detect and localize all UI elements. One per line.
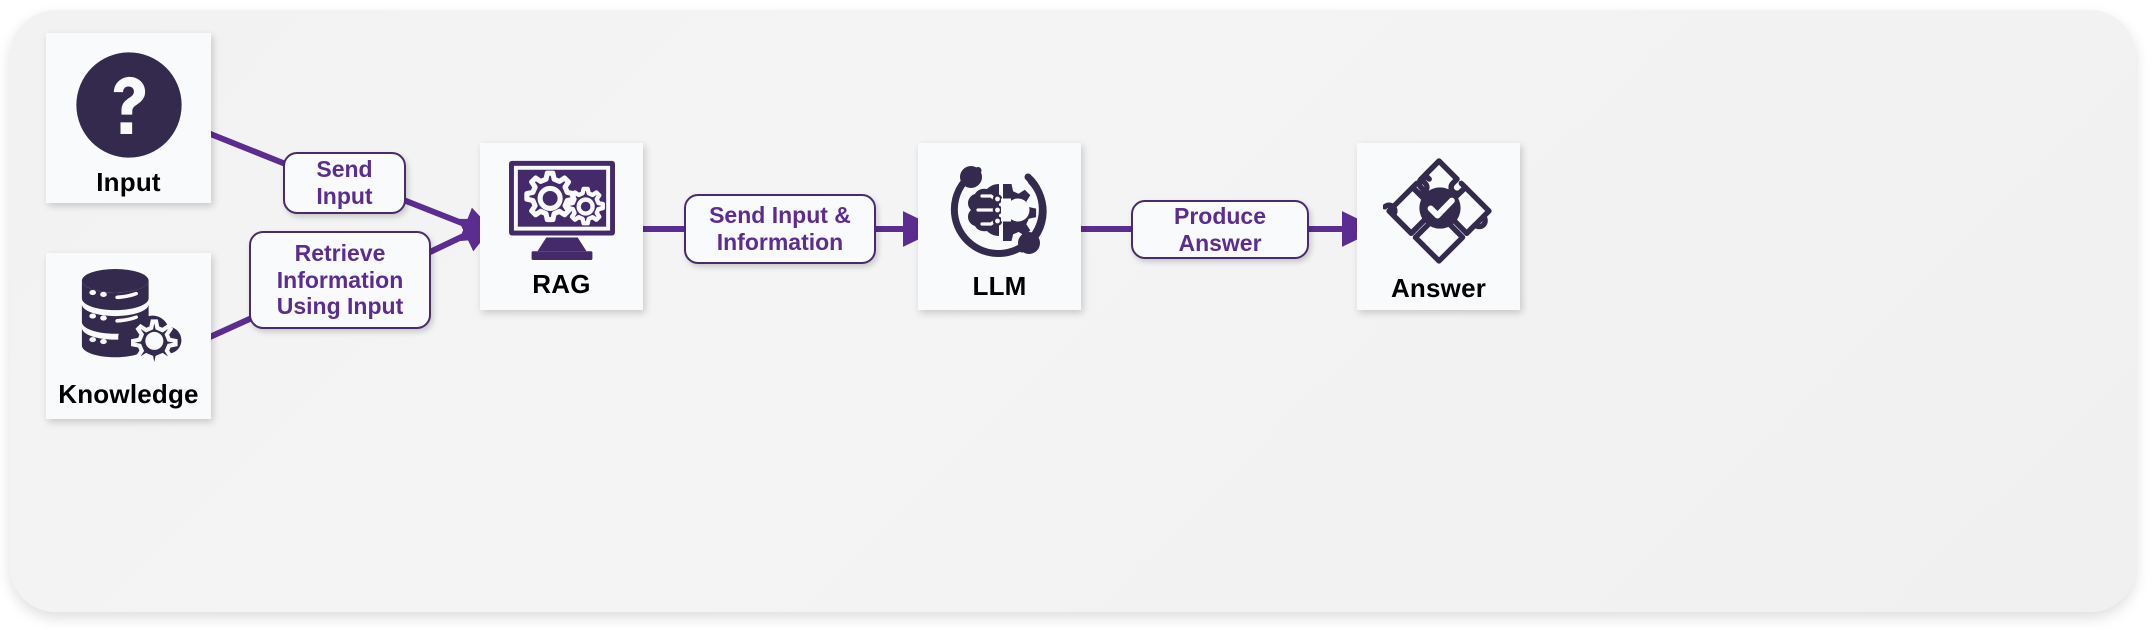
- edge-label-line: Retrieve: [294, 239, 386, 266]
- node-label-llm: LLM: [972, 271, 1027, 301]
- edge-label-line: Input: [316, 183, 373, 209]
- node-knowledge[interactable]: Knowledge: [46, 253, 211, 419]
- edge-label-line: Answer: [1178, 229, 1262, 256]
- node-rag[interactable]: RAG: [480, 143, 643, 310]
- node-answer[interactable]: Answer: [1357, 143, 1520, 310]
- node-llm[interactable]: LLM: [918, 143, 1081, 310]
- monitor-gears-icon: [503, 157, 621, 261]
- node-label-rag: RAG: [532, 269, 591, 299]
- question-mark-circle-icon: [73, 49, 185, 161]
- edge-label-retrieve-information-using-input[interactable]: Retrieve Information Using Input: [249, 231, 431, 329]
- node-label-answer: Answer: [1390, 273, 1487, 303]
- edge-label-send-input-and-information[interactable]: Send Input & Information: [684, 194, 876, 264]
- edge-label-line: Send Input &: [709, 202, 851, 229]
- brain-gear-orbit-icon: [944, 157, 1056, 263]
- node-label-input: Input: [96, 167, 161, 197]
- edge-label-line: Produce: [1173, 202, 1267, 229]
- node-label-knowledge: Knowledge: [58, 379, 199, 409]
- edge-label-send-input[interactable]: Send Input: [283, 152, 406, 214]
- edge-label-line: Using Input: [276, 293, 404, 320]
- edge-label-produce-answer[interactable]: Produce Answer: [1131, 200, 1309, 259]
- database-gear-icon: [70, 267, 188, 373]
- edge-label-line: Send: [316, 156, 373, 183]
- edge-label-line: Information: [716, 229, 844, 255]
- edge-label-line: Information: [276, 266, 404, 293]
- puzzle-check-icon: [1382, 157, 1495, 265]
- node-input[interactable]: Input: [46, 33, 211, 203]
